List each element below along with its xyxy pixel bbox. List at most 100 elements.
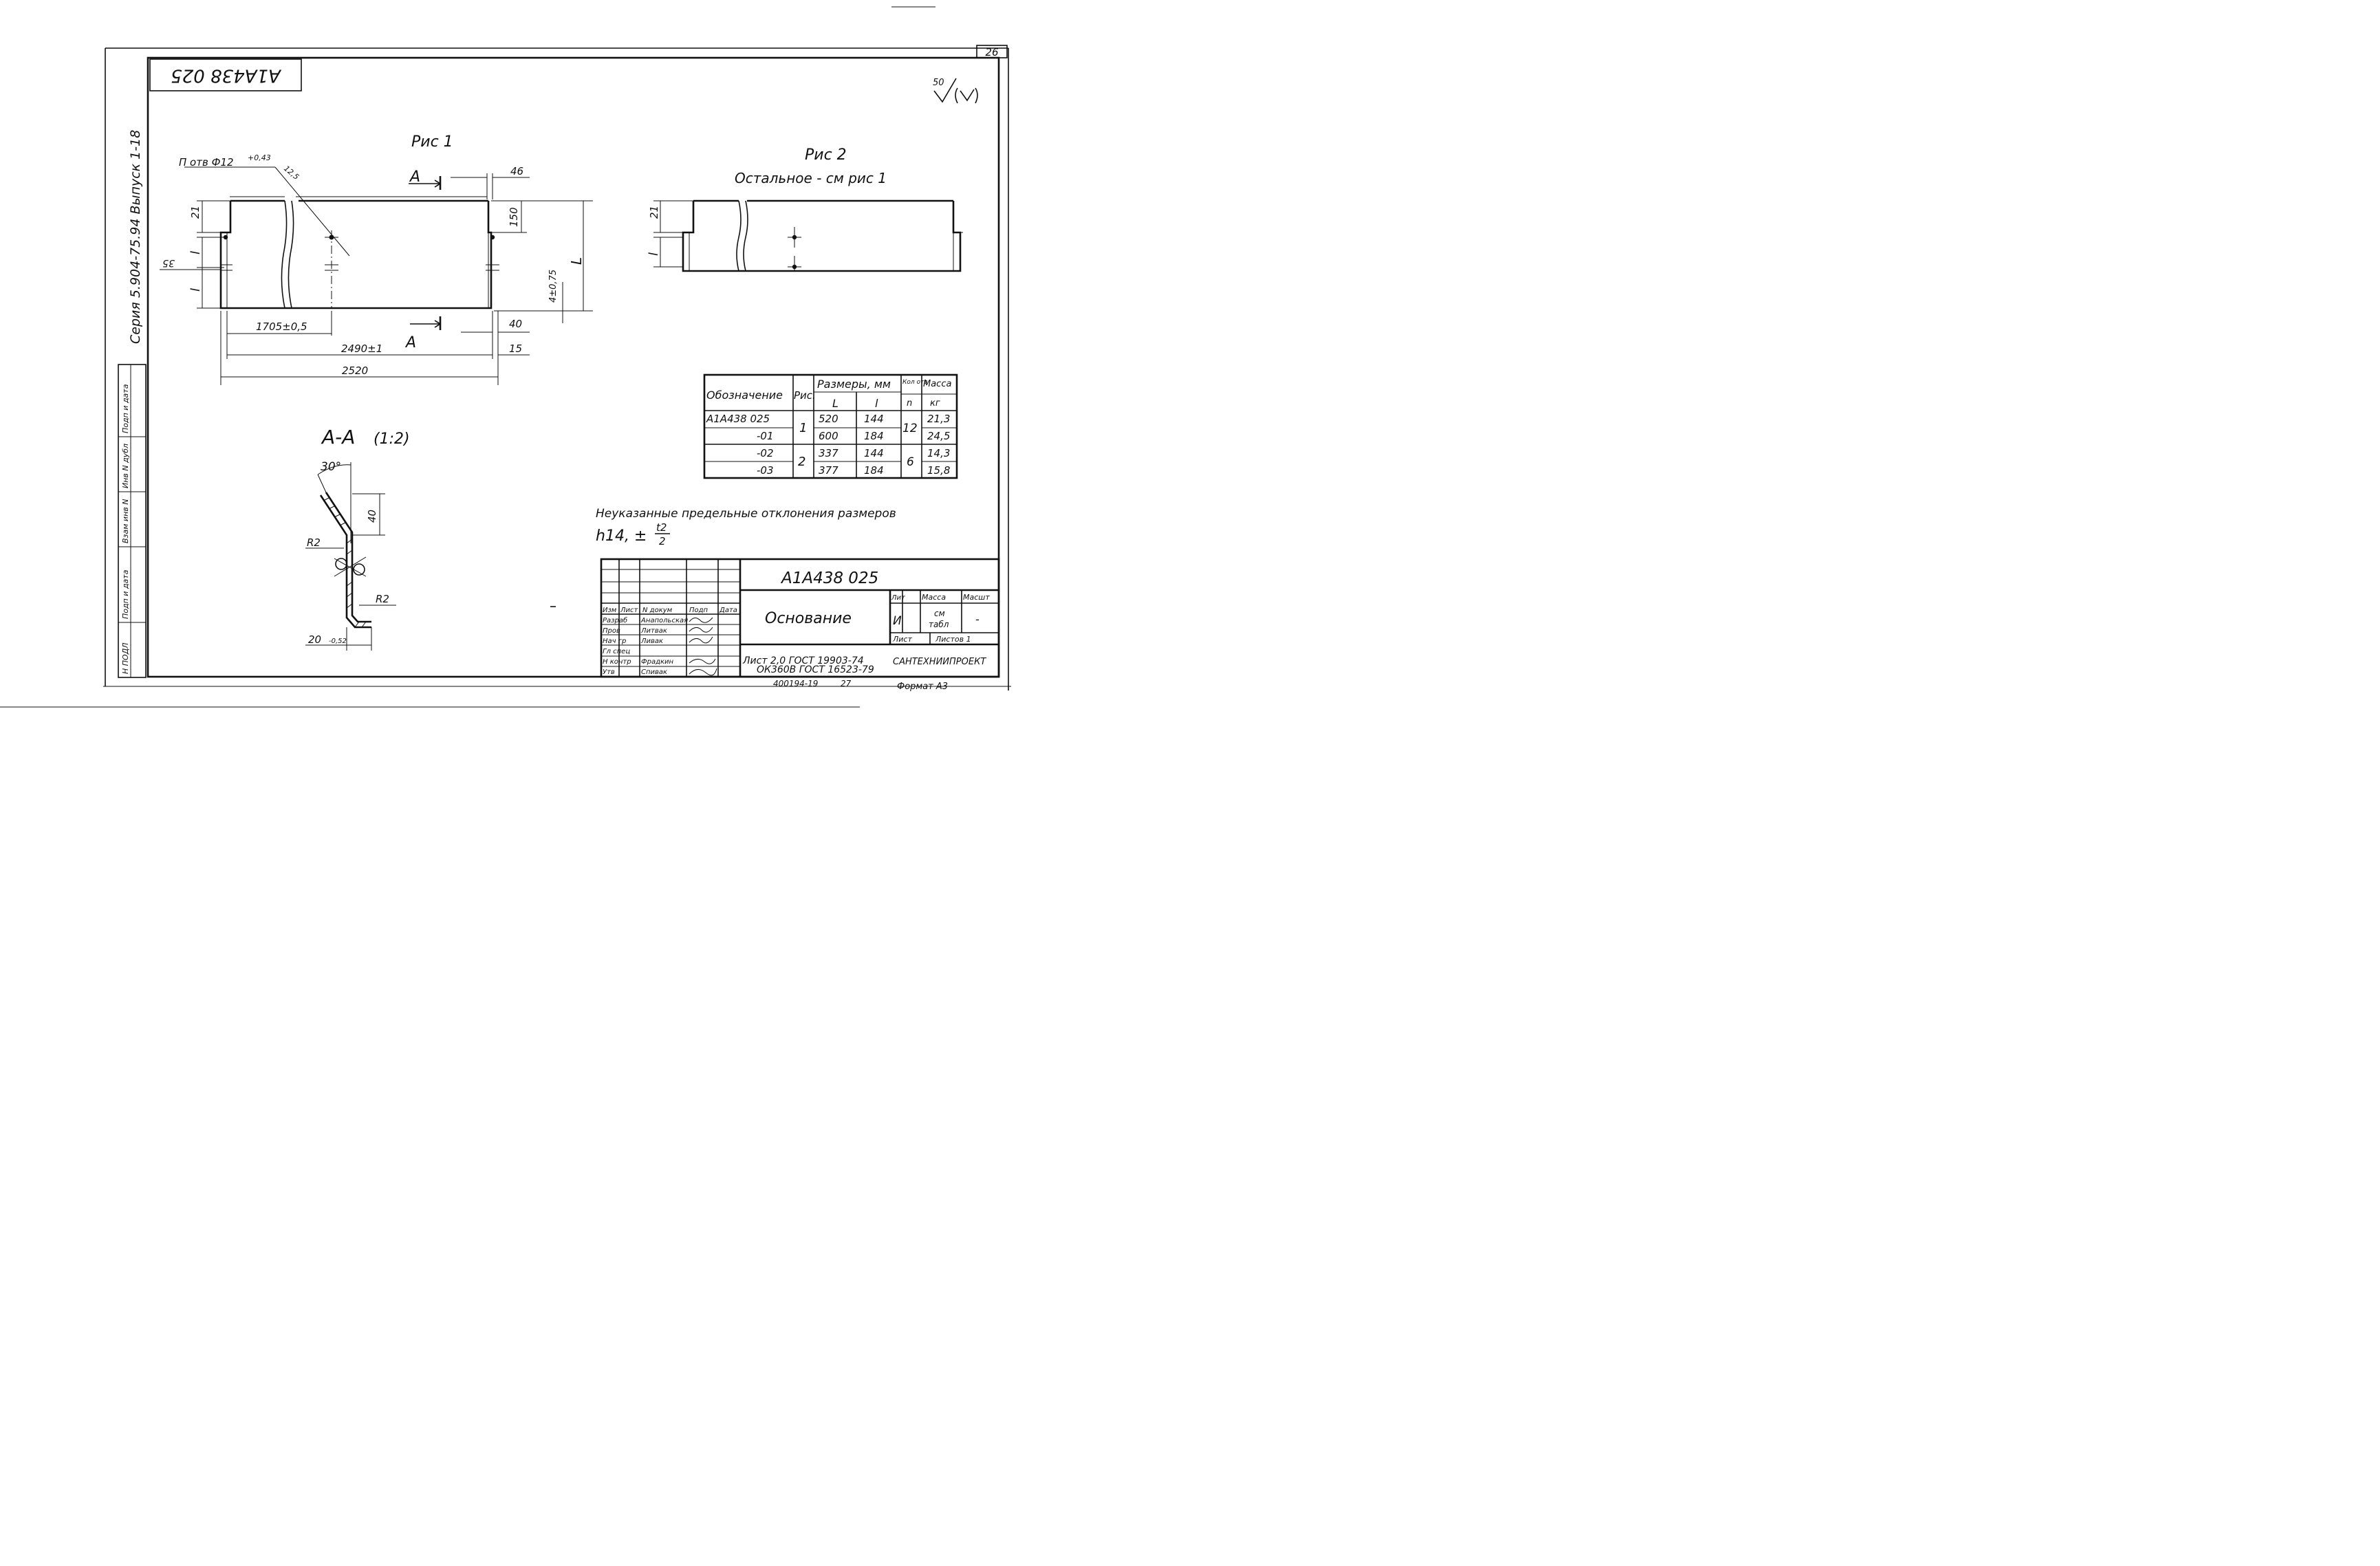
row2-L: 337 bbox=[819, 447, 839, 459]
tb-material-1: Лист 2,0 ГОСТ 19903-74 bbox=[742, 655, 864, 666]
row0-mass: 21,3 bbox=[927, 413, 950, 425]
row0-designation: А1А438 025 bbox=[706, 413, 770, 425]
dim-l-lower: l bbox=[188, 288, 203, 292]
tolerance-note: Неуказанные предельные отклонения размер… bbox=[596, 507, 896, 521]
dim-150: 150 bbox=[508, 207, 520, 227]
stamp-label-1: Подп и дата bbox=[121, 569, 130, 619]
th-mass: Масса bbox=[923, 379, 951, 389]
section-r2-lower: R2 bbox=[376, 593, 389, 605]
fig-group-2: 2 bbox=[798, 455, 805, 469]
hole-tolerance: +0,43 bbox=[248, 153, 271, 162]
hole-note: П отв Ф12 bbox=[179, 156, 234, 168]
section-dim-20: 20 bbox=[308, 633, 321, 646]
tb-role-0: Разраб bbox=[603, 616, 627, 624]
th-dims: Размеры, мм bbox=[817, 378, 891, 391]
tb-role-2: Нач гр bbox=[603, 638, 626, 645]
hole-group-1: 12 bbox=[902, 422, 918, 435]
row0-L: 520 bbox=[819, 413, 839, 425]
tb-mass-value-2: табл bbox=[929, 620, 949, 629]
section-dim-40: 40 bbox=[366, 510, 378, 523]
tb-person-4: Фрадкин bbox=[641, 658, 674, 666]
row2-l: 144 bbox=[864, 447, 884, 459]
tb-code: А1А438 025 bbox=[780, 569, 878, 587]
tb-role-1: Пров bbox=[603, 627, 620, 635]
row1-l: 184 bbox=[864, 430, 884, 442]
fig1-title: Рис 1 bbox=[411, 133, 453, 151]
stamp-label-4: Подп и дата bbox=[121, 384, 130, 433]
th-fig: Рис. bbox=[794, 389, 816, 402]
series-text: Серия 5.904-75.94 Выпуск 1-18 bbox=[128, 130, 143, 344]
dim-15: 15 bbox=[509, 342, 522, 355]
title-block: А1А438 025 Основание Изм Лист N докум По… bbox=[600, 558, 1000, 678]
variants-table: Обозначение Рис. Размеры, мм L l Кол отв… bbox=[703, 373, 958, 479]
tb-person-1: Литвак bbox=[640, 627, 667, 635]
tb-lit-label: Лит bbox=[891, 594, 906, 602]
signature-2 bbox=[689, 636, 713, 644]
footer-num: 27 bbox=[841, 679, 852, 688]
th-holes: Кол отв bbox=[902, 379, 928, 386]
tb-h-doc: N докум bbox=[642, 607, 673, 614]
sheet-number-box bbox=[976, 45, 1008, 58]
tolerance-frac-num: t2 bbox=[656, 521, 667, 534]
hole-group-2: 6 bbox=[907, 455, 914, 469]
dim-40: 40 bbox=[509, 318, 522, 330]
section-dim-20-tol: -0,52 bbox=[329, 638, 347, 645]
dim-35: 35 bbox=[162, 257, 175, 268]
dim-L: L bbox=[568, 257, 585, 265]
tb-h-date: Дата bbox=[719, 607, 737, 614]
row1-L: 600 bbox=[819, 430, 839, 442]
tb-person-0: Анапольская bbox=[640, 617, 688, 624]
tb-role-3: Гл спец bbox=[603, 648, 630, 655]
stamp-label-0: Н ПОДЛ bbox=[121, 642, 130, 674]
dim-46: 46 bbox=[510, 165, 523, 177]
section-r2-upper: R2 bbox=[307, 536, 321, 549]
tb-mass-label: Масса bbox=[922, 593, 946, 602]
rotated-code: А1А438 025 bbox=[171, 65, 282, 86]
tb-scale-label: Масшт bbox=[963, 593, 990, 602]
row0-l: 144 bbox=[864, 413, 884, 425]
row3-l: 184 bbox=[864, 464, 884, 477]
figure-1: Рис 1 П отв Ф12 +0,43 12,5 А bbox=[160, 133, 593, 385]
roughness-symbol: 50 bbox=[933, 78, 978, 104]
tb-lit-value: И bbox=[893, 614, 902, 628]
tb-org: САНТЕХНИИПРОЕКТ bbox=[893, 657, 986, 667]
dim-1705: 1705±0,5 bbox=[256, 320, 307, 333]
row3-L: 377 bbox=[819, 464, 839, 477]
row1-designation: -01 bbox=[757, 430, 774, 442]
tb-scale-value: - bbox=[975, 613, 980, 626]
tb-person-2: Ливак bbox=[640, 638, 663, 645]
signature-1 bbox=[689, 627, 713, 633]
row3-mass: 15,8 bbox=[927, 464, 950, 477]
fig2-dim-21: 21 bbox=[648, 206, 660, 219]
tolerance-frac-den: 2 bbox=[659, 535, 666, 547]
code-box bbox=[149, 58, 302, 91]
tolerance-formula: h14, ± bbox=[596, 528, 647, 545]
tb-mass-value-1: см bbox=[934, 609, 945, 618]
row2-mass: 14,3 bbox=[927, 447, 950, 459]
stamp-label-3: Инв N дубл bbox=[121, 444, 130, 488]
figure-2: Рис 2 Остальное - см рис 1 21 l bbox=[647, 146, 963, 272]
signature-0 bbox=[689, 617, 713, 623]
th-L: L bbox=[832, 397, 839, 410]
section-title: А-А bbox=[321, 426, 355, 448]
svg-text:50: 50 bbox=[933, 78, 944, 88]
section-mark-top: А bbox=[409, 168, 420, 186]
th-kg: кг bbox=[930, 398, 940, 409]
fig2-dim-l: l bbox=[647, 252, 661, 256]
dim-2520: 2520 bbox=[342, 365, 368, 377]
th-l: l bbox=[875, 397, 878, 410]
section-scale: (1:2) bbox=[374, 431, 410, 448]
dim-21-fig1: 21 bbox=[189, 206, 202, 219]
tb-h-list: Лист bbox=[620, 607, 639, 614]
footer-format: Формат А3 bbox=[897, 682, 948, 692]
sheet-number: 26 bbox=[985, 46, 998, 58]
tb-name: Основание bbox=[765, 610, 852, 627]
dim-4: 4±0,75 bbox=[548, 270, 559, 303]
tb-person-5: Спивак bbox=[641, 668, 667, 676]
signature-4 bbox=[689, 658, 716, 664]
inner-frame bbox=[147, 56, 1000, 678]
row1-mass: 24,5 bbox=[927, 430, 950, 442]
signature-5 bbox=[689, 668, 717, 676]
section-mark-bottom: А bbox=[404, 334, 416, 351]
fig2-title: Рис 2 bbox=[805, 146, 847, 164]
